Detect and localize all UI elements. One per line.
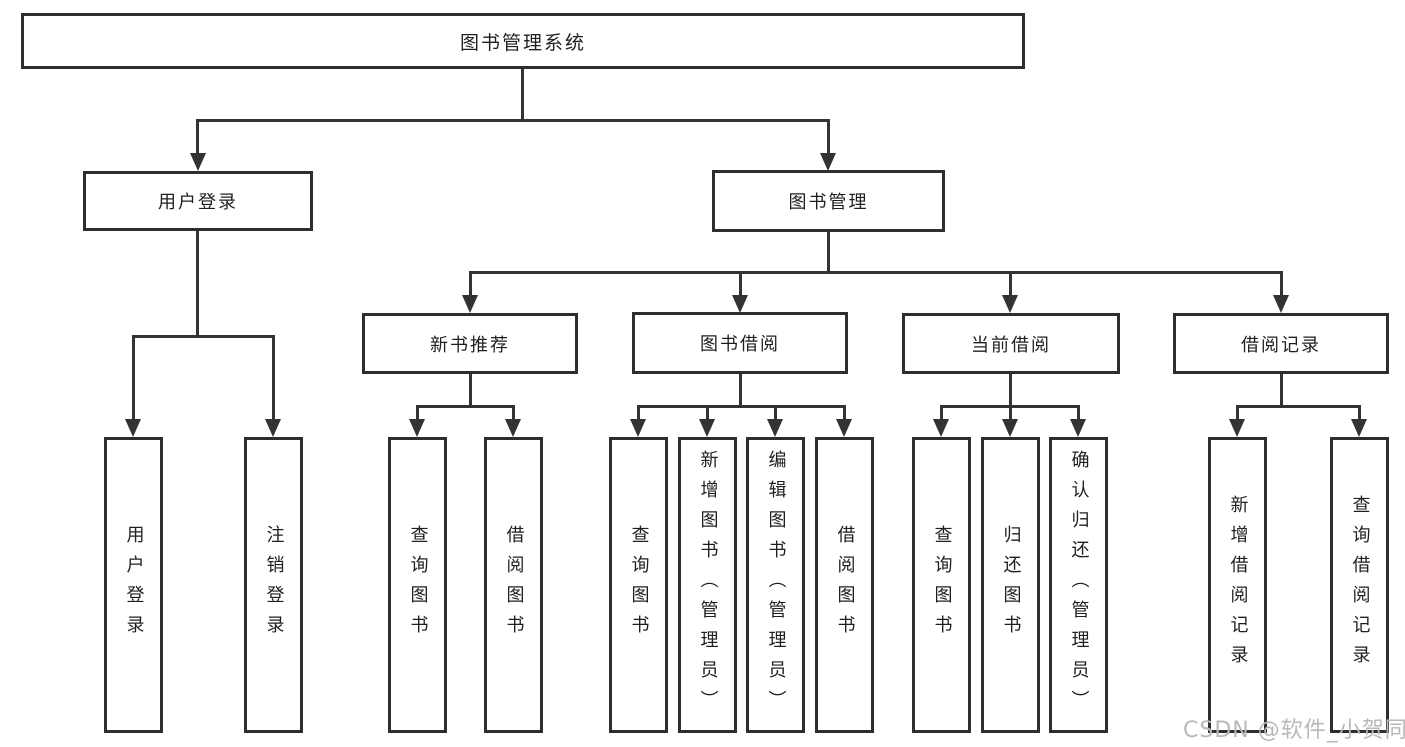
arrow-down-icon [125,419,141,437]
connector-line [521,69,524,119]
arrow-down-icon [836,419,852,437]
connector-line [416,405,419,419]
arrow-down-icon [933,419,949,437]
node-label: 查询借阅记录 [1349,495,1371,675]
node-label: 图书管理系统 [459,31,586,54]
leaf-cb-confirm-return-admin: 确认归还（管理员） [1049,437,1108,733]
connector-line [1077,405,1080,419]
node-borrowing-records: 借阅记录 [1173,313,1389,374]
node-label: 借阅记录 [1241,334,1321,356]
connector-line [1236,405,1361,408]
leaf-bb-add-books-admin: 新增图书（管理员） [678,437,737,733]
connector-line [1358,405,1361,419]
arrow-down-icon [1229,419,1245,437]
node-current-borrowing: 当前借阅 [902,313,1120,374]
arrow-down-icon [630,419,646,437]
leaf-br-query-record: 查询借阅记录 [1330,437,1389,733]
arrow-down-icon [767,419,783,437]
leaf-nb-query-books: 查询图书 [388,437,447,733]
connector-line [827,119,830,153]
node-root-library-system: 图书管理系统 [21,13,1025,69]
leaf-br-add-record: 新增借阅记录 [1208,437,1267,733]
leaf-bb-query-books: 查询图书 [609,437,668,733]
arrow-down-icon [732,295,748,313]
arrow-down-icon [1351,419,1367,437]
leaf-bb-edit-books-admin: 编辑图书（管理员） [746,437,805,733]
node-label: 用户登录 [123,525,145,645]
connector-line [196,119,829,122]
node-label: 新书推荐 [430,334,510,356]
arrow-down-icon [1002,295,1018,313]
watermark: CSDN @软件_小贺同学 [1183,718,1405,743]
node-label: 新增图书（管理员） [697,450,719,720]
connector-line [196,119,199,153]
node-new-book-recommend: 新书推荐 [362,313,578,374]
leaf-cb-return-books: 归还图书 [981,437,1040,733]
connector-line [469,374,472,405]
arrow-down-icon [1273,295,1289,313]
leaf-cb-query-books: 查询图书 [912,437,971,733]
connector-line [739,271,742,295]
arrow-down-icon [462,295,478,313]
connector-line [196,231,199,335]
leaf-nb-borrow-books: 借阅图书 [484,437,543,733]
node-label: 用户登录 [158,192,238,213]
arrow-down-icon [699,419,715,437]
node-label: 借阅图书 [503,525,525,645]
connector-line [272,335,275,419]
connector-line [132,335,275,338]
connector-line [706,405,709,419]
node-label: 确认归还（管理员） [1068,450,1090,720]
arrow-down-icon [820,153,836,171]
connector-line [1236,405,1239,419]
connector-line [1009,405,1012,419]
connector-line [469,271,1283,274]
connector-line [469,271,472,295]
connector-line [1009,271,1012,295]
connector-line [512,405,515,419]
connector-line [132,335,135,419]
leaf-bb-borrow-books: 借阅图书 [815,437,874,733]
connector-line [1009,374,1012,405]
node-user-login: 用户登录 [83,171,313,231]
connector-line [416,405,515,408]
connector-line [940,405,943,419]
arrow-down-icon [265,419,281,437]
connector-line [1280,271,1283,295]
node-label: 图书管理 [788,192,869,213]
connector-line [739,374,742,405]
node-label: 新增借阅记录 [1227,495,1249,675]
connector-line [637,405,846,408]
connector-line [1280,374,1283,405]
node-label: 当前借阅 [971,334,1051,356]
connector-line [774,405,777,419]
connector-line [827,232,830,271]
node-label: 编辑图书（管理员） [765,450,787,720]
connector-line [637,405,640,419]
arrow-down-icon [190,153,206,171]
node-label: 借阅图书 [834,525,856,645]
node-label: 查询图书 [628,525,650,645]
node-book-borrowing: 图书借阅 [632,312,848,374]
node-book-management: 图书管理 [712,170,945,232]
node-label: 注销登录 [263,525,285,645]
arrow-down-icon [1002,419,1018,437]
connector-line [843,405,846,419]
leaf-user-login: 用户登录 [104,437,163,733]
arrow-down-icon [505,419,521,437]
node-label: 查询图书 [931,525,953,645]
node-label: 归还图书 [1000,525,1022,645]
leaf-logout: 注销登录 [244,437,303,733]
arrow-down-icon [409,419,425,437]
node-label: 查询图书 [407,525,429,645]
node-label: 图书借阅 [700,334,780,355]
arrow-down-icon [1070,419,1086,437]
